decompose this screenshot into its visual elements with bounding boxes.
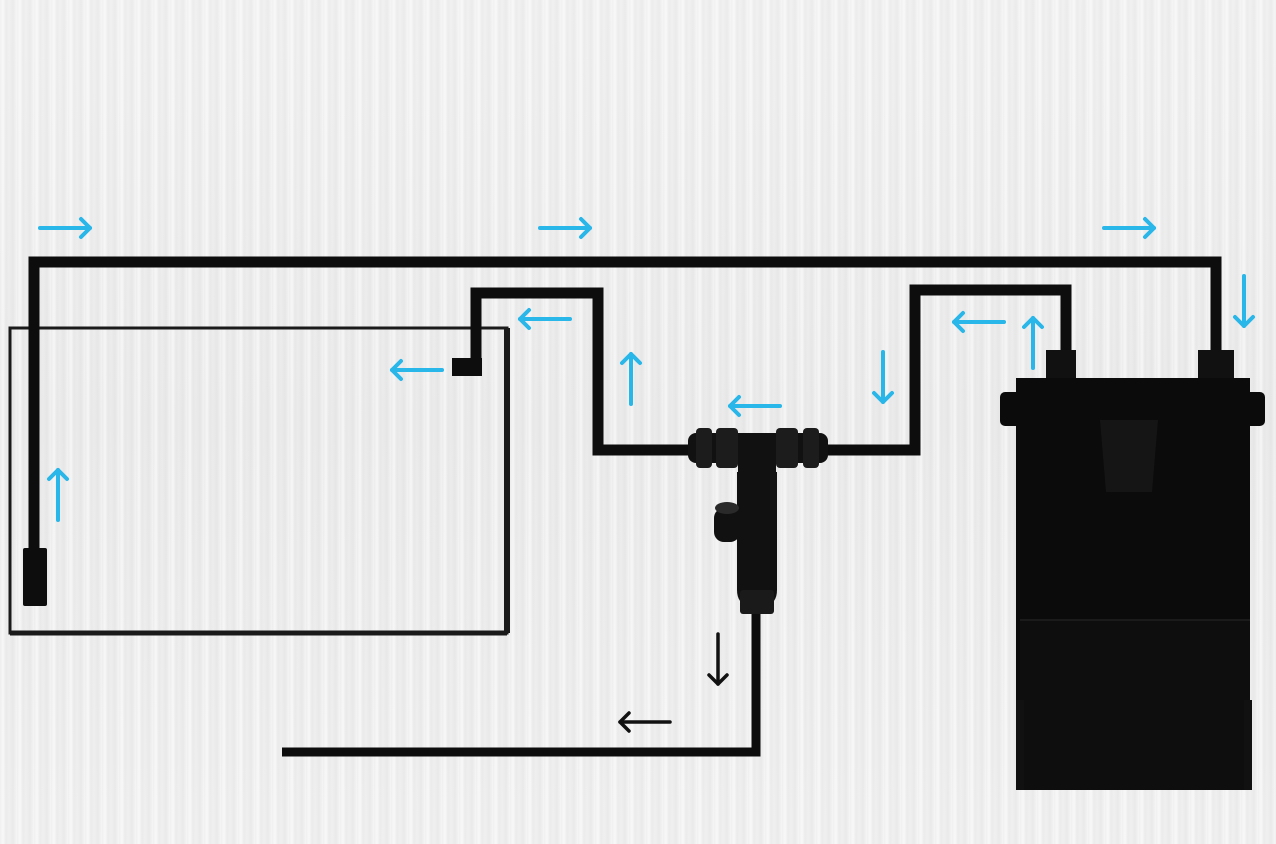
arrow-return-left-upper — [952, 311, 1006, 333]
arrow-top-right — [1102, 217, 1156, 239]
arrow-drain-left — [618, 711, 672, 733]
arrow-valve-left — [728, 395, 782, 417]
arrow-intake-up — [47, 468, 69, 522]
intake-pipe — [28, 256, 1222, 560]
arrow-return-up — [620, 352, 642, 406]
tee-drain-valve — [688, 428, 828, 614]
flow-arrows — [38, 217, 1255, 522]
return-pipe-tank-side — [456, 287, 700, 456]
drain-hose — [282, 600, 761, 757]
arrow-drain-down — [707, 632, 729, 686]
canister-filter — [1000, 350, 1265, 790]
intake-strainer — [23, 548, 47, 606]
arrow-return-down — [872, 350, 894, 404]
arrow-top-left — [38, 217, 92, 239]
arrow-canister-out-up — [1022, 316, 1044, 370]
aquarium-tank — [8, 326, 509, 635]
drain-arrows — [618, 632, 729, 733]
outflow-spout — [452, 358, 482, 376]
arrow-right-down — [1233, 274, 1255, 328]
arrow-top-mid — [538, 217, 592, 239]
arrow-spout-left-upper — [518, 308, 572, 330]
arrow-spout-left — [390, 359, 444, 381]
return-pipe-canister-side — [810, 284, 1072, 456]
